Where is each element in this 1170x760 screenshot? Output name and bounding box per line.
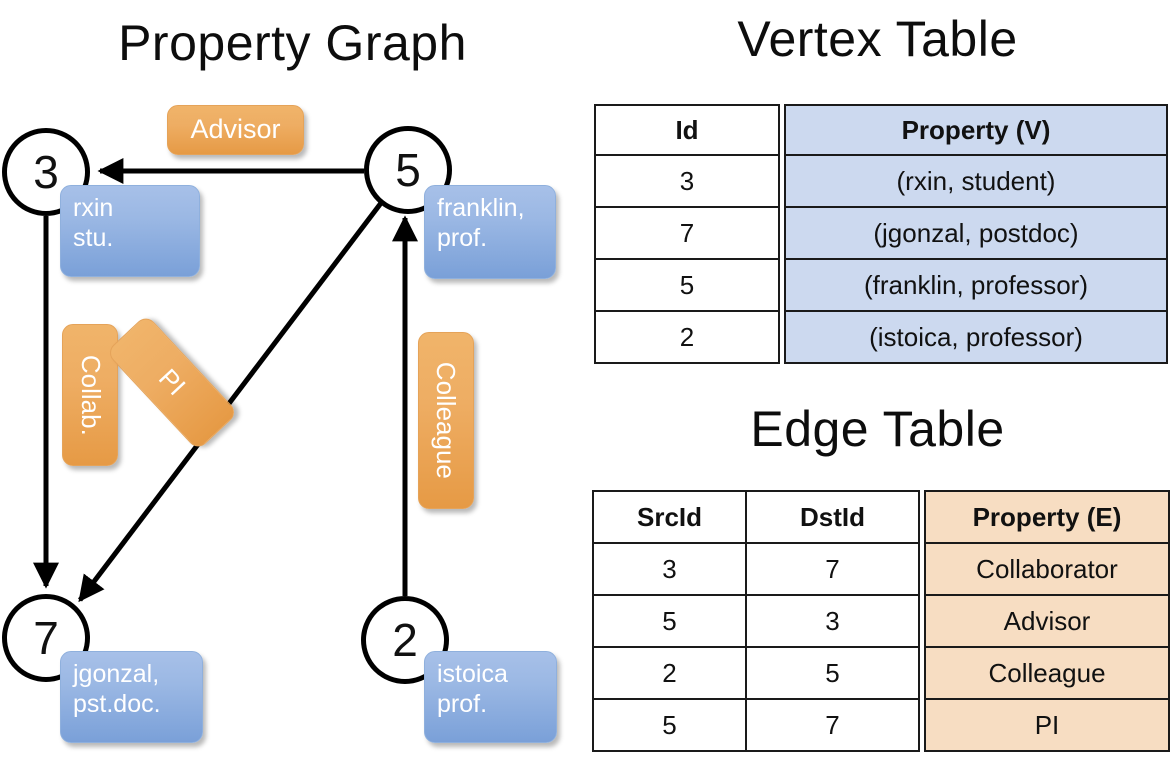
edge-table-cell-dstid: 3 [745,594,920,648]
page-title-edge-table: Edge Table [750,401,1005,457]
vertex-table-cell-property: (jgonzal, postdoc) [784,206,1168,260]
edge-5-to-7 [78,201,383,603]
chip-line-1: jgonzal, [73,660,160,688]
graph-node-2-label: 2 [392,614,418,666]
edge-table: SrcId 3 5 2 5 DstId 7 3 5 7 Property (E)… [592,490,1170,752]
vertex-property-chip-jgonzal[interactable]: jgonzal, pst.doc. [60,651,203,743]
chip-label: Collab. [75,354,106,436]
chip-line-2: pst.doc. [73,689,161,718]
vertex-table-cell-id: 2 [594,310,780,364]
chip-line-2: prof. [437,689,488,718]
chip-line-2: prof. [437,223,488,252]
edge-table-cell-dstid: 7 [745,698,920,752]
edge-table-column-property: Property (E) Collaborator Advisor Collea… [924,490,1170,752]
vertex-table-cell-id: 7 [594,206,780,260]
graph-node-7-label: 7 [33,612,59,664]
edge-table-cell-property: Advisor [924,594,1170,648]
edge-table-cell-srcid: 3 [592,542,747,596]
page-title-property-graph: Property Graph [118,15,467,71]
graph-node-5-label: 5 [395,144,421,196]
vertex-table-cell-property: (istoica, professor) [784,310,1168,364]
edge-table-header-srcid: SrcId [592,490,747,544]
edge-table-column-dstid: DstId 7 3 5 7 [745,490,920,752]
vertex-table-column-id: Id 3 7 5 2 [594,104,780,364]
graph-node-2[interactable]: 2 [361,596,449,684]
vertex-table-column-property: Property (V) (rxin, student) (jgonzal, p… [784,104,1168,364]
edge-table-cell-dstid: 5 [745,646,920,700]
chip-line-1: istoica [437,660,508,688]
edge-property-chip-colleague[interactable]: Colleague [418,332,474,509]
vertex-table: Id 3 7 5 2 Property (V) (rxin, student) … [594,104,1168,364]
edge-table-header-property: Property (E) [924,490,1170,544]
graph-node-5[interactable]: 5 [364,126,452,214]
edge-table-cell-srcid: 2 [592,646,747,700]
edge-property-chip-advisor[interactable]: Advisor [167,105,304,155]
vertex-property-chip-rxin[interactable]: rxin stu. [60,185,200,277]
vertex-property-chip-franklin[interactable]: franklin, prof. [424,185,556,279]
chip-label: PI [152,363,192,402]
edge-table-column-srcid: SrcId 3 5 2 5 [592,490,747,752]
chip-line-1: rxin [73,194,114,222]
edge-table-cell-dstid: 7 [745,542,920,596]
vertex-table-cell-id: 5 [594,258,780,312]
edge-table-cell-srcid: 5 [592,594,747,648]
page-title-vertex-table: Vertex Table [737,11,1018,67]
graph-node-3-label: 3 [33,146,59,198]
edge-table-cell-srcid: 5 [592,698,747,752]
vertex-table-cell-property: (franklin, professor) [784,258,1168,312]
chip-line-2: stu. [73,223,114,252]
vertex-table-cell-property: (rxin, student) [784,154,1168,208]
vertex-property-chip-istoica[interactable]: istoica prof. [424,651,557,743]
chip-line-1: franklin, [437,194,525,222]
chip-label: Advisor [190,114,281,145]
edge-table-header-dstid: DstId [745,490,920,544]
vertex-table-header-property: Property (V) [784,104,1168,156]
vertex-table-header-id: Id [594,104,780,156]
graph-edges [33,158,418,603]
edge-property-chip-collab[interactable]: Collab. [62,324,118,466]
vertex-table-cell-id: 3 [594,154,780,208]
edge-table-cell-property: Collaborator [924,542,1170,596]
edge-table-cell-property: PI [924,698,1170,752]
chip-label: Colleague [431,361,462,480]
edge-table-cell-property: Colleague [924,646,1170,700]
